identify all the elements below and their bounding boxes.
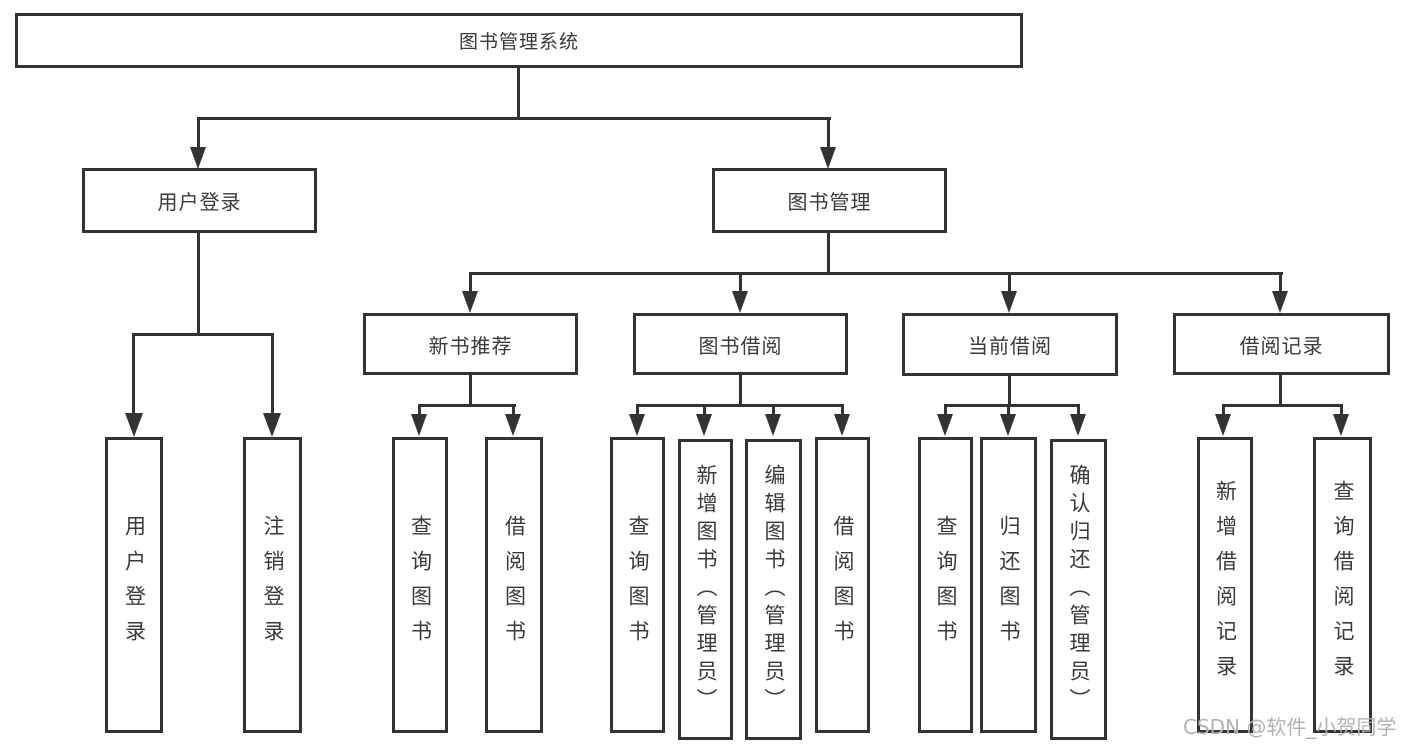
connector-line [197, 117, 831, 120]
connector-line [197, 117, 200, 149]
node-label: 编辑图书（管理员） [762, 463, 786, 716]
watermark: CSDN @软件_小贺同学 [1183, 715, 1397, 739]
arrow-down-icon [820, 147, 836, 169]
node-leaf-query-book-2: 查询图书 [610, 437, 665, 733]
connector-line [841, 404, 844, 416]
connector-line [1279, 272, 1282, 292]
node-leaf-query-book-1: 查询图书 [392, 437, 448, 733]
arrow-down-icon [1070, 414, 1086, 436]
node-leaf-borrow-book-1: 借阅图书 [485, 437, 543, 733]
connector-line [469, 272, 1283, 275]
node-label: 查询图书 [626, 515, 650, 655]
connector-line [944, 404, 947, 416]
connector-line [1008, 374, 1011, 406]
node-label: 借阅图书 [831, 515, 855, 655]
node-root: 图书管理系统 [15, 13, 1023, 68]
arrow-down-icon [125, 413, 143, 437]
arrow-down-icon [1001, 291, 1017, 313]
connector-line [517, 67, 520, 119]
arrow-down-icon [732, 291, 748, 313]
node-leaf-logout: 注销登录 [243, 437, 302, 733]
arrow-down-icon [1000, 414, 1016, 436]
connector-line [827, 231, 830, 274]
connector-line [772, 404, 775, 416]
node-leaf-query-book-3: 查询图书 [918, 437, 973, 733]
connector-line [197, 231, 200, 335]
node-leaf-confirm-return: 确认归还（管理员） [1050, 439, 1107, 740]
node-leaf-user-login: 用户登录 [105, 437, 163, 733]
connector-line [636, 404, 639, 416]
connector-line [271, 333, 274, 415]
connector-line [636, 404, 844, 407]
connector-line [1222, 404, 1343, 407]
arrow-down-icon [834, 414, 850, 436]
connector-line [512, 404, 515, 416]
node-label: 新增借阅记录 [1213, 480, 1238, 690]
arrow-down-icon [629, 414, 645, 436]
node-label: 确认归还（管理员） [1067, 463, 1091, 716]
arrow-down-icon [1333, 414, 1349, 436]
node-user-login: 用户登录 [82, 168, 317, 233]
connector-line [418, 404, 516, 407]
connector-line [469, 272, 472, 292]
node-leaf-add-book: 新增图书（管理员） [678, 439, 733, 740]
connector-line [827, 117, 830, 149]
node-label: 查询图书 [934, 515, 958, 655]
arrow-down-icon [696, 414, 712, 436]
arrow-down-icon [411, 414, 427, 436]
arrow-down-icon [505, 414, 521, 436]
arrow-down-icon [765, 414, 781, 436]
arrow-down-icon [263, 413, 281, 437]
connector-line [1007, 404, 1010, 416]
arrow-down-icon [190, 147, 206, 169]
node-label: 注销登录 [261, 515, 285, 655]
node-label: 借阅图书 [502, 515, 527, 655]
connector-line [418, 404, 421, 416]
connector-line [703, 404, 706, 416]
arrow-down-icon [937, 414, 953, 436]
arrow-down-icon [1272, 291, 1288, 313]
connector-line [1340, 404, 1343, 416]
node-leaf-return-book: 归还图书 [980, 437, 1037, 733]
connector-line [944, 404, 1080, 407]
arrow-down-icon [1215, 414, 1231, 436]
connector-line [132, 333, 135, 415]
connector-line [1279, 373, 1282, 406]
node-label: 归还图书 [997, 515, 1021, 655]
connector-line [739, 272, 742, 292]
node-new-book-recommend: 新书推荐 [363, 313, 578, 375]
connector-line [1008, 272, 1011, 292]
node-book-borrow: 图书借阅 [633, 313, 848, 375]
node-leaf-add-record: 新增借阅记录 [1197, 437, 1253, 733]
connector-line [132, 333, 274, 336]
node-leaf-query-record: 查询借阅记录 [1313, 437, 1372, 733]
node-label: 新增图书（管理员） [694, 463, 718, 716]
node-label: 查询图书 [408, 515, 433, 655]
node-label: 查询借阅记录 [1331, 480, 1355, 690]
node-borrow-record: 借阅记录 [1173, 313, 1390, 375]
connector-line [739, 373, 742, 406]
node-label: 用户登录 [122, 515, 147, 655]
node-book-management: 图书管理 [712, 168, 947, 233]
connector-line [469, 373, 472, 406]
connector-line [1077, 404, 1080, 416]
connector-line [1222, 404, 1225, 416]
arrow-down-icon [462, 291, 478, 313]
node-leaf-edit-book: 编辑图书（管理员） [745, 439, 802, 740]
node-leaf-borrow-book-2: 借阅图书 [815, 437, 870, 733]
node-current-borrow: 当前借阅 [902, 313, 1118, 376]
